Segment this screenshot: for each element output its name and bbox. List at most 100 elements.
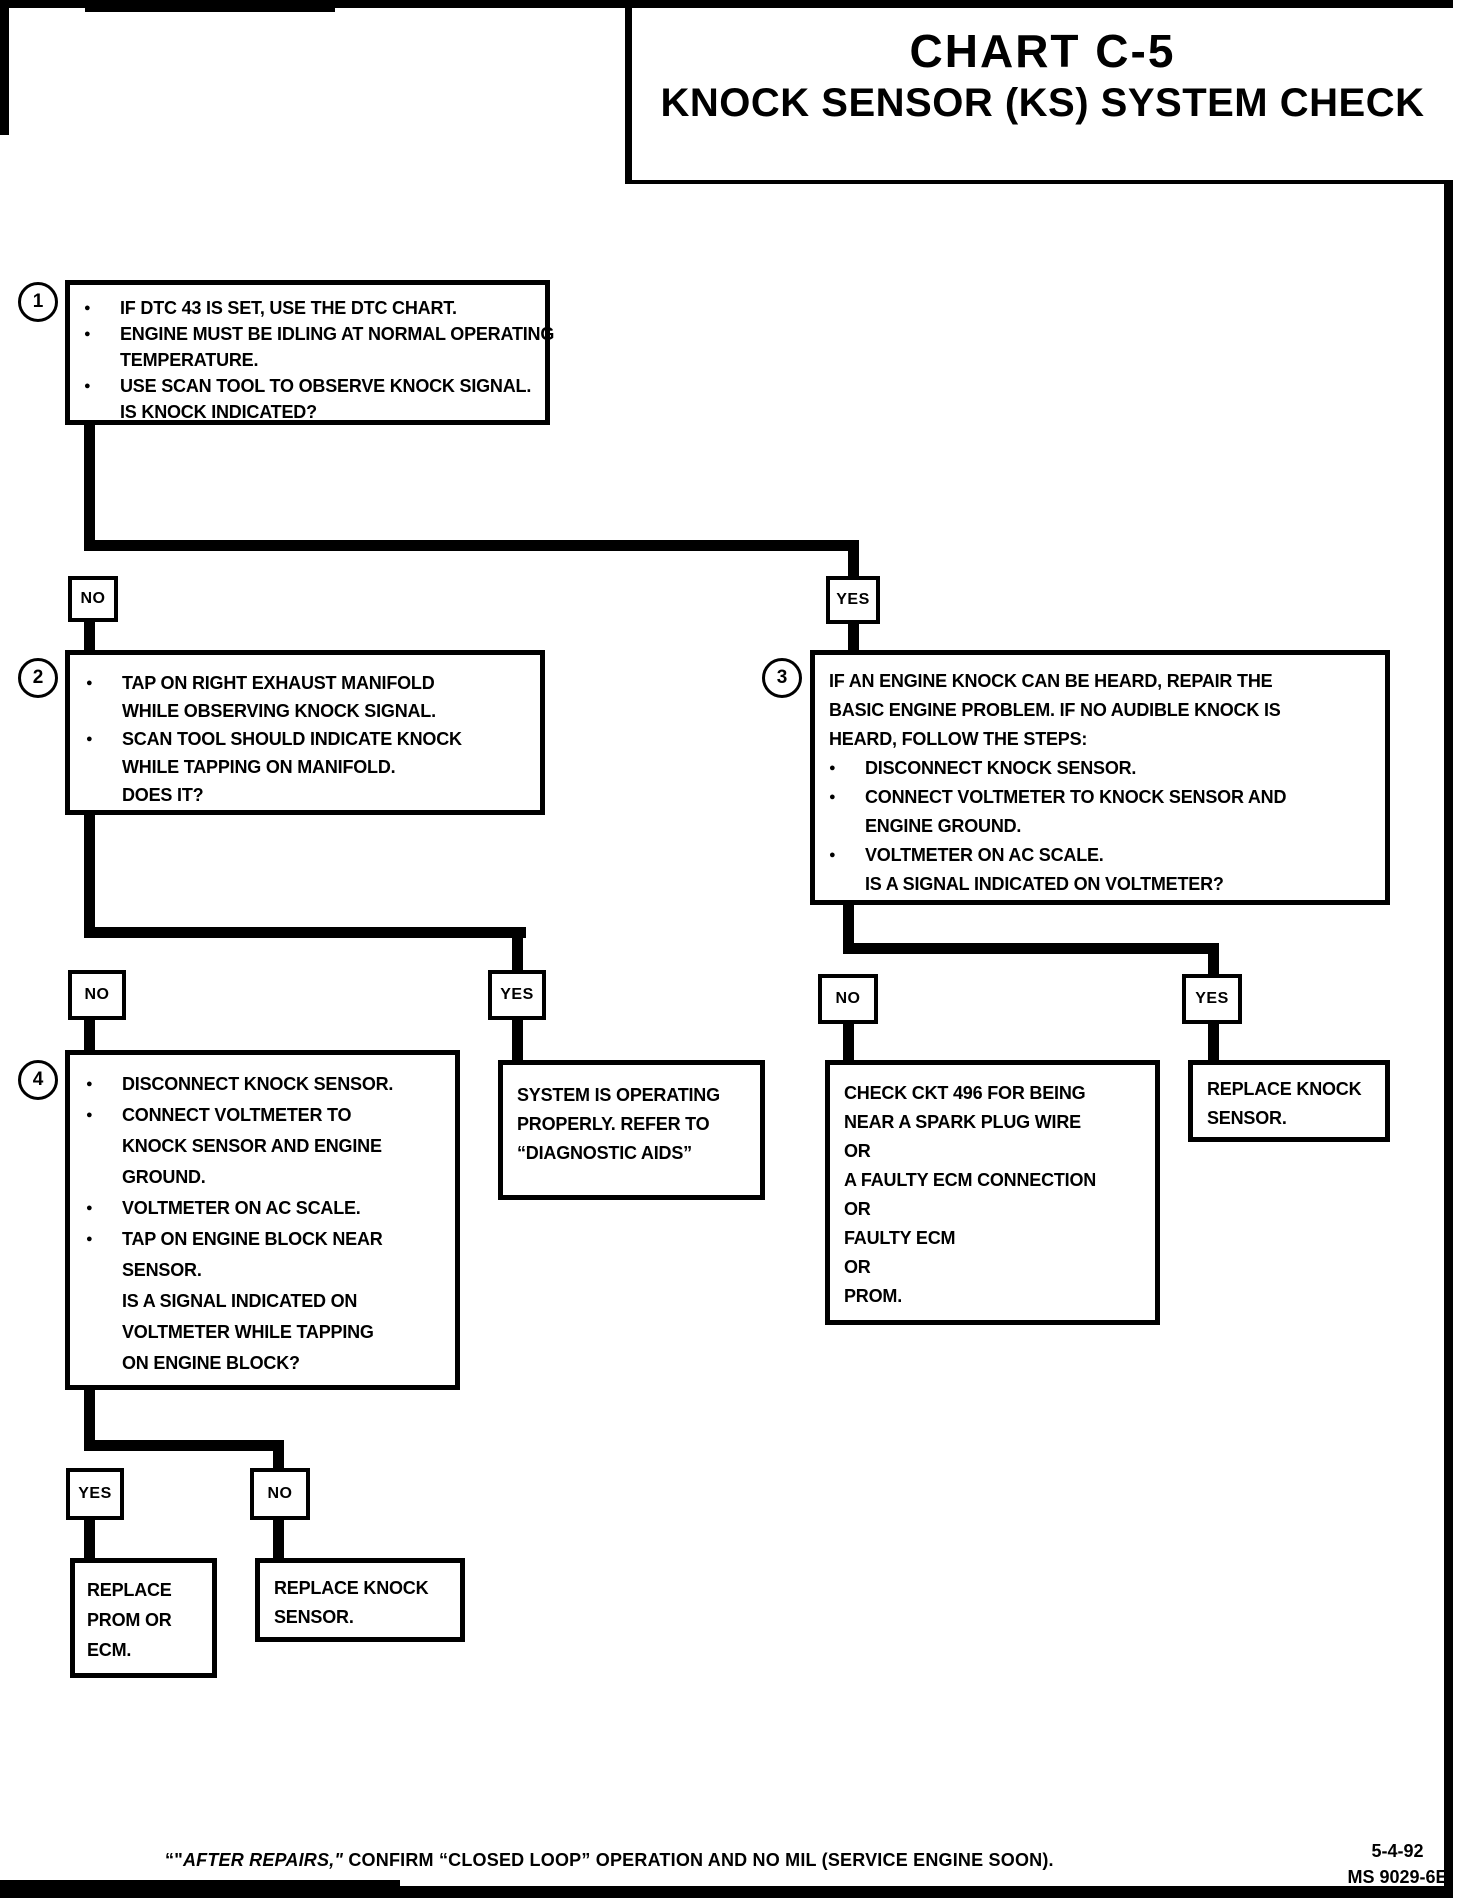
bullet-icon: ● [86, 1233, 93, 1245]
bullet-icon: ● [84, 328, 91, 340]
step-4-text: SENSOR. [122, 1260, 202, 1280]
step-2-text: SCAN TOOL SHOULD INDICATE KNOCK [122, 729, 462, 749]
outcome-text: A FAULTY ECM CONNECTION [844, 1170, 1097, 1190]
page-border-top [0, 0, 1453, 8]
bullet-icon: ● [86, 1109, 93, 1121]
footer-date: 5-4-92 [1371, 1841, 1424, 1861]
step-1-text: ENGINE MUST BE IDLING AT NORMAL OPERATIN… [120, 324, 555, 344]
connector [1208, 943, 1219, 980]
connector [512, 1016, 523, 1064]
outcome-text: OR [844, 1257, 871, 1277]
outcome-text: SYSTEM IS OPERATING [517, 1085, 720, 1105]
footer-note: “"AFTER REPAIRS," CONFIRM “CLOSED LOOP” … [165, 1850, 1054, 1871]
title-box: CHART C-5 KNOCK SENSOR (KS) SYSTEM CHECK [625, 8, 1453, 184]
outcome-text: PROM. [844, 1286, 903, 1306]
page-border-left [0, 0, 9, 135]
connector [84, 618, 95, 654]
step-4-question: IS A SIGNAL INDICATED ON [122, 1291, 358, 1311]
step-3-text: BASIC ENGINE PROBLEM. IF NO AUDIBLE KNOC… [829, 700, 1281, 720]
page-subtitle: KNOCK SENSOR (KS) SYSTEM CHECK [660, 80, 1425, 125]
step-4-question: VOLTMETER WHILE TAPPING [122, 1322, 374, 1342]
outcome-text: SENSOR. [1207, 1108, 1287, 1128]
step-1-box: ● IF DTC 43 IS SET, USE THE DTC CHART. ● E… [65, 280, 554, 425]
step-4-text: DISCONNECT KNOCK SENSOR. [122, 1074, 394, 1094]
connector [843, 1022, 854, 1064]
page-border-right [1444, 0, 1453, 1898]
connector [273, 1440, 284, 1474]
step-3-box: IF AN ENGINE KNOCK CAN BE HEARD, REPAIR … [810, 650, 1390, 905]
page-border-top-thick-segment [85, 0, 335, 12]
replace-knock-sensor-box-right: REPLACE KNOCK SENSOR. [1188, 1060, 1390, 1142]
step-1-text: USE SCAN TOOL TO OBSERVE KNOCK SIGNAL. [120, 376, 532, 396]
yes-label: YES [836, 591, 870, 608]
connector [84, 423, 95, 547]
outcome-text: CHECK CKT 496 FOR BEING [844, 1083, 1086, 1103]
step-3-text: DISCONNECT KNOCK SENSOR. [865, 758, 1137, 778]
connector [84, 927, 526, 938]
step-1-text: TEMPERATURE. [120, 350, 259, 370]
yes-box-4: YES [66, 1468, 124, 1520]
footer-note-rest: CONFIRM “CLOSED LOOP” OPERATION AND NO M… [343, 1850, 1054, 1870]
yes-label: YES [78, 1485, 112, 1502]
step-4-text: GROUND. [122, 1167, 206, 1187]
no-label: NO [80, 590, 106, 607]
step-2-text: WHILE TAPPING ON MANIFOLD. [122, 757, 396, 777]
connector [512, 927, 523, 974]
bullet-icon: ● [829, 849, 836, 861]
step-2-box: ●TAP ON RIGHT EXHAUST MANIFOLD WHILE OBS… [65, 650, 545, 815]
connector [848, 620, 859, 654]
bullet-icon: ● [86, 733, 93, 745]
outcome-text: OR [844, 1199, 871, 1219]
connector [848, 540, 859, 582]
outcome-text: ECM. [87, 1640, 132, 1660]
no-box-1: NO [68, 576, 118, 622]
bullet-icon: ● [86, 1202, 93, 1214]
connector [84, 1518, 95, 1560]
connector [84, 810, 95, 938]
step-1-circle: 1 [18, 282, 58, 322]
step-1-text: IF DTC 43 IS SET, USE THE DTC CHART. [120, 298, 457, 318]
outcome-text: “DIAGNOSTIC AIDS” [517, 1143, 692, 1163]
step-1-number: 1 [32, 291, 44, 312]
connector [843, 902, 854, 954]
bullet-icon: ● [84, 302, 91, 314]
outcome-text: NEAR A SPARK PLUG WIRE [844, 1112, 1081, 1132]
bullet-icon: ● [84, 380, 91, 392]
connector [84, 1440, 284, 1451]
step-3-circle: 3 [762, 658, 802, 698]
step-3-text: VOLTMETER ON AC SCALE. [865, 845, 1104, 865]
step-3-question: IS A SIGNAL INDICATED ON VOLTMETER? [865, 874, 1224, 894]
bullet-icon: ● [86, 1078, 93, 1090]
step-4-text: TAP ON ENGINE BLOCK NEAR [122, 1229, 383, 1249]
step-2-number: 2 [32, 667, 44, 688]
no-box-4: NO [250, 1468, 310, 1520]
step-4-number: 4 [32, 1069, 44, 1090]
no-label: NO [267, 1485, 293, 1502]
bullet-icon: ● [829, 791, 836, 803]
step-2-question: DOES IT? [122, 785, 204, 805]
bullet-icon: ● [829, 762, 836, 774]
footer-note-italic: AFTER REPAIRS," [182, 1850, 344, 1870]
outcome-text: REPLACE [87, 1580, 172, 1600]
connector [84, 1388, 95, 1451]
step-4-text: KNOCK SENSOR AND ENGINE [122, 1136, 382, 1156]
yes-box-2: YES [488, 970, 546, 1020]
replace-knock-sensor-box-bottom: REPLACE KNOCK SENSOR. [255, 1558, 465, 1642]
connector [84, 540, 859, 551]
step-4-text: CONNECT VOLTMETER TO [122, 1105, 352, 1125]
step-3-text: CONNECT VOLTMETER TO KNOCK SENSOR AND [865, 787, 1287, 807]
step-4-circle: 4 [18, 1060, 58, 1100]
outcome-text: PROPERLY. REFER TO [517, 1114, 710, 1134]
yes-box-1: YES [826, 576, 880, 624]
check-ckt-496-box: CHECK CKT 496 FOR BEING NEAR A SPARK PLU… [825, 1060, 1160, 1325]
no-box-3: NO [818, 974, 878, 1024]
page-title: CHART C-5 [909, 25, 1176, 77]
step-2-text: WHILE OBSERVING KNOCK SIGNAL. [122, 701, 436, 721]
step-1-question: IS KNOCK INDICATED? [120, 402, 317, 422]
no-label: NO [835, 990, 861, 1007]
step-4-question: ON ENGINE BLOCK? [122, 1353, 300, 1373]
outcome-text: FAULTY ECM [844, 1228, 956, 1248]
no-box-2: NO [68, 970, 126, 1020]
step-2-circle: 2 [18, 658, 58, 698]
